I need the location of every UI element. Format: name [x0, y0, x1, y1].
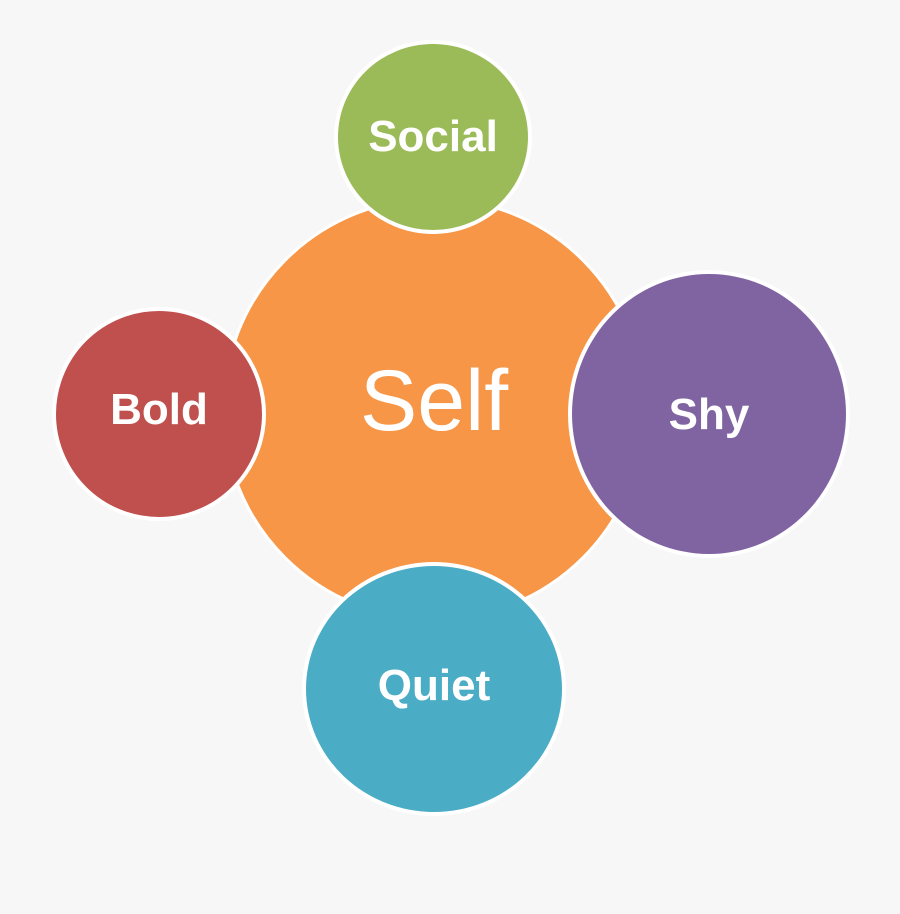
node-circle-social: Social	[334, 40, 532, 234]
node-circle-bold: Bold	[52, 307, 266, 521]
node-circle-shy: Shy	[568, 270, 850, 558]
node-label-quiet: Quiet	[377, 661, 491, 710]
center-label: Self	[359, 352, 509, 449]
node-label-social: Social	[368, 112, 498, 161]
node-label-shy: Shy	[668, 390, 750, 439]
node-circle-quiet: Quiet	[302, 562, 566, 816]
node-label-bold: Bold	[110, 385, 208, 434]
